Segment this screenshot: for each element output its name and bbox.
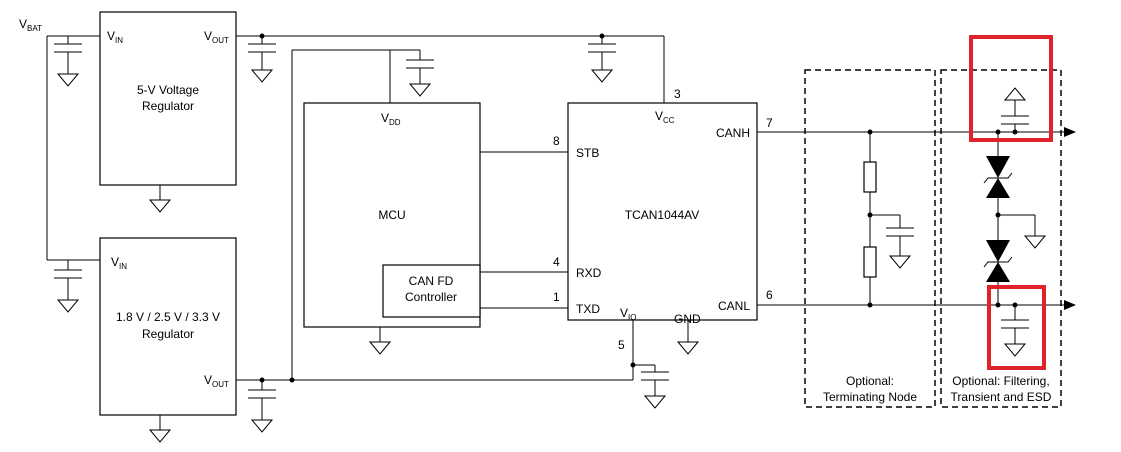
- terminating-node-line2: Terminating Node: [823, 390, 917, 404]
- capacitor-vdd: [406, 59, 434, 97]
- terminating-node-line1: Optional:: [846, 374, 894, 388]
- filtering-esd-line1: Optional: Filtering,: [952, 374, 1049, 388]
- terminating-node-region: [804, 69, 936, 408]
- capacitor-vcc: [588, 43, 616, 83]
- tcan-vcc-label: VCC: [655, 109, 675, 125]
- regulator-5v-block: [99, 11, 237, 186]
- pin-7-label: 7: [766, 116, 773, 130]
- highlight-canl-capacitor: [987, 285, 1046, 370]
- ground-symbols: [148, 199, 1047, 443]
- pin-4-label: 4: [553, 255, 560, 269]
- canh-label: CANH: [716, 126, 750, 140]
- capacitor-split: [886, 227, 914, 269]
- capacitor-vbat: [54, 43, 82, 87]
- mcu-name: MCU: [378, 208, 405, 222]
- canfd-line1: CAN FD: [409, 274, 454, 288]
- capacitor-canh-filter: [1001, 87, 1029, 125]
- labels: VBAT VIN VOUT 5-V Voltage Regulator VIN …: [19, 17, 1052, 404]
- pin-8-label: 8: [553, 134, 560, 148]
- capacitor-reg2-vin: [54, 269, 82, 313]
- pin-6-label: 6: [766, 288, 773, 302]
- reg2-vout-label: VOUT: [204, 373, 229, 389]
- gnd-label: GND: [674, 312, 701, 326]
- tcan-vio-label: VIO: [620, 306, 636, 322]
- canfd-controller-block: [382, 264, 481, 318]
- txd-label: TXD: [576, 302, 600, 316]
- pin-3-label: 3: [674, 87, 681, 101]
- reg2-name-line1: 1.8 V / 2.5 V / 3.3 V: [116, 310, 220, 324]
- capacitor-vio: [641, 371, 669, 409]
- reg2-vin-label: VIN: [111, 255, 127, 271]
- canl-label: CANL: [718, 299, 750, 313]
- tcan-name: TCAN1044AV: [625, 208, 699, 222]
- mcu-vdd-label: VDD: [381, 111, 401, 127]
- reg1-name-line2: Regulator: [142, 99, 194, 113]
- tvs-diode-lower: [983, 240, 1013, 282]
- regulator-low-voltage-block: [99, 237, 237, 416]
- reg1-vin-label: VIN: [107, 29, 123, 45]
- capacitor-reg1-vout: [248, 43, 276, 83]
- vbat-label: VBAT: [19, 17, 42, 33]
- pin-1-label: 1: [553, 290, 560, 304]
- reg2-name-line2: Regulator: [142, 327, 194, 341]
- tcan1044av-block: [567, 102, 758, 321]
- reg1-name-line1: 5-V Voltage: [137, 83, 199, 97]
- tvs-diode-upper: [983, 156, 1013, 198]
- highlight-canh-capacitor: [969, 35, 1053, 142]
- pin-5-label: 5: [618, 338, 625, 352]
- capacitor-canl-filter: [1001, 319, 1029, 357]
- reg1-vout-label: VOUT: [204, 29, 229, 45]
- canfd-line2: Controller: [405, 290, 457, 304]
- wires: [46, 35, 1076, 430]
- capacitor-reg2-vout: [248, 389, 276, 433]
- filtering-esd-region: [940, 69, 1062, 408]
- stb-label: STB: [576, 146, 599, 160]
- resistor-upper: [863, 161, 877, 193]
- filtering-esd-line2: Transient and ESD: [951, 390, 1052, 404]
- resistor-lower: [863, 246, 877, 278]
- rxd-label: RXD: [576, 266, 602, 280]
- junction-dots: [259, 33, 1018, 383]
